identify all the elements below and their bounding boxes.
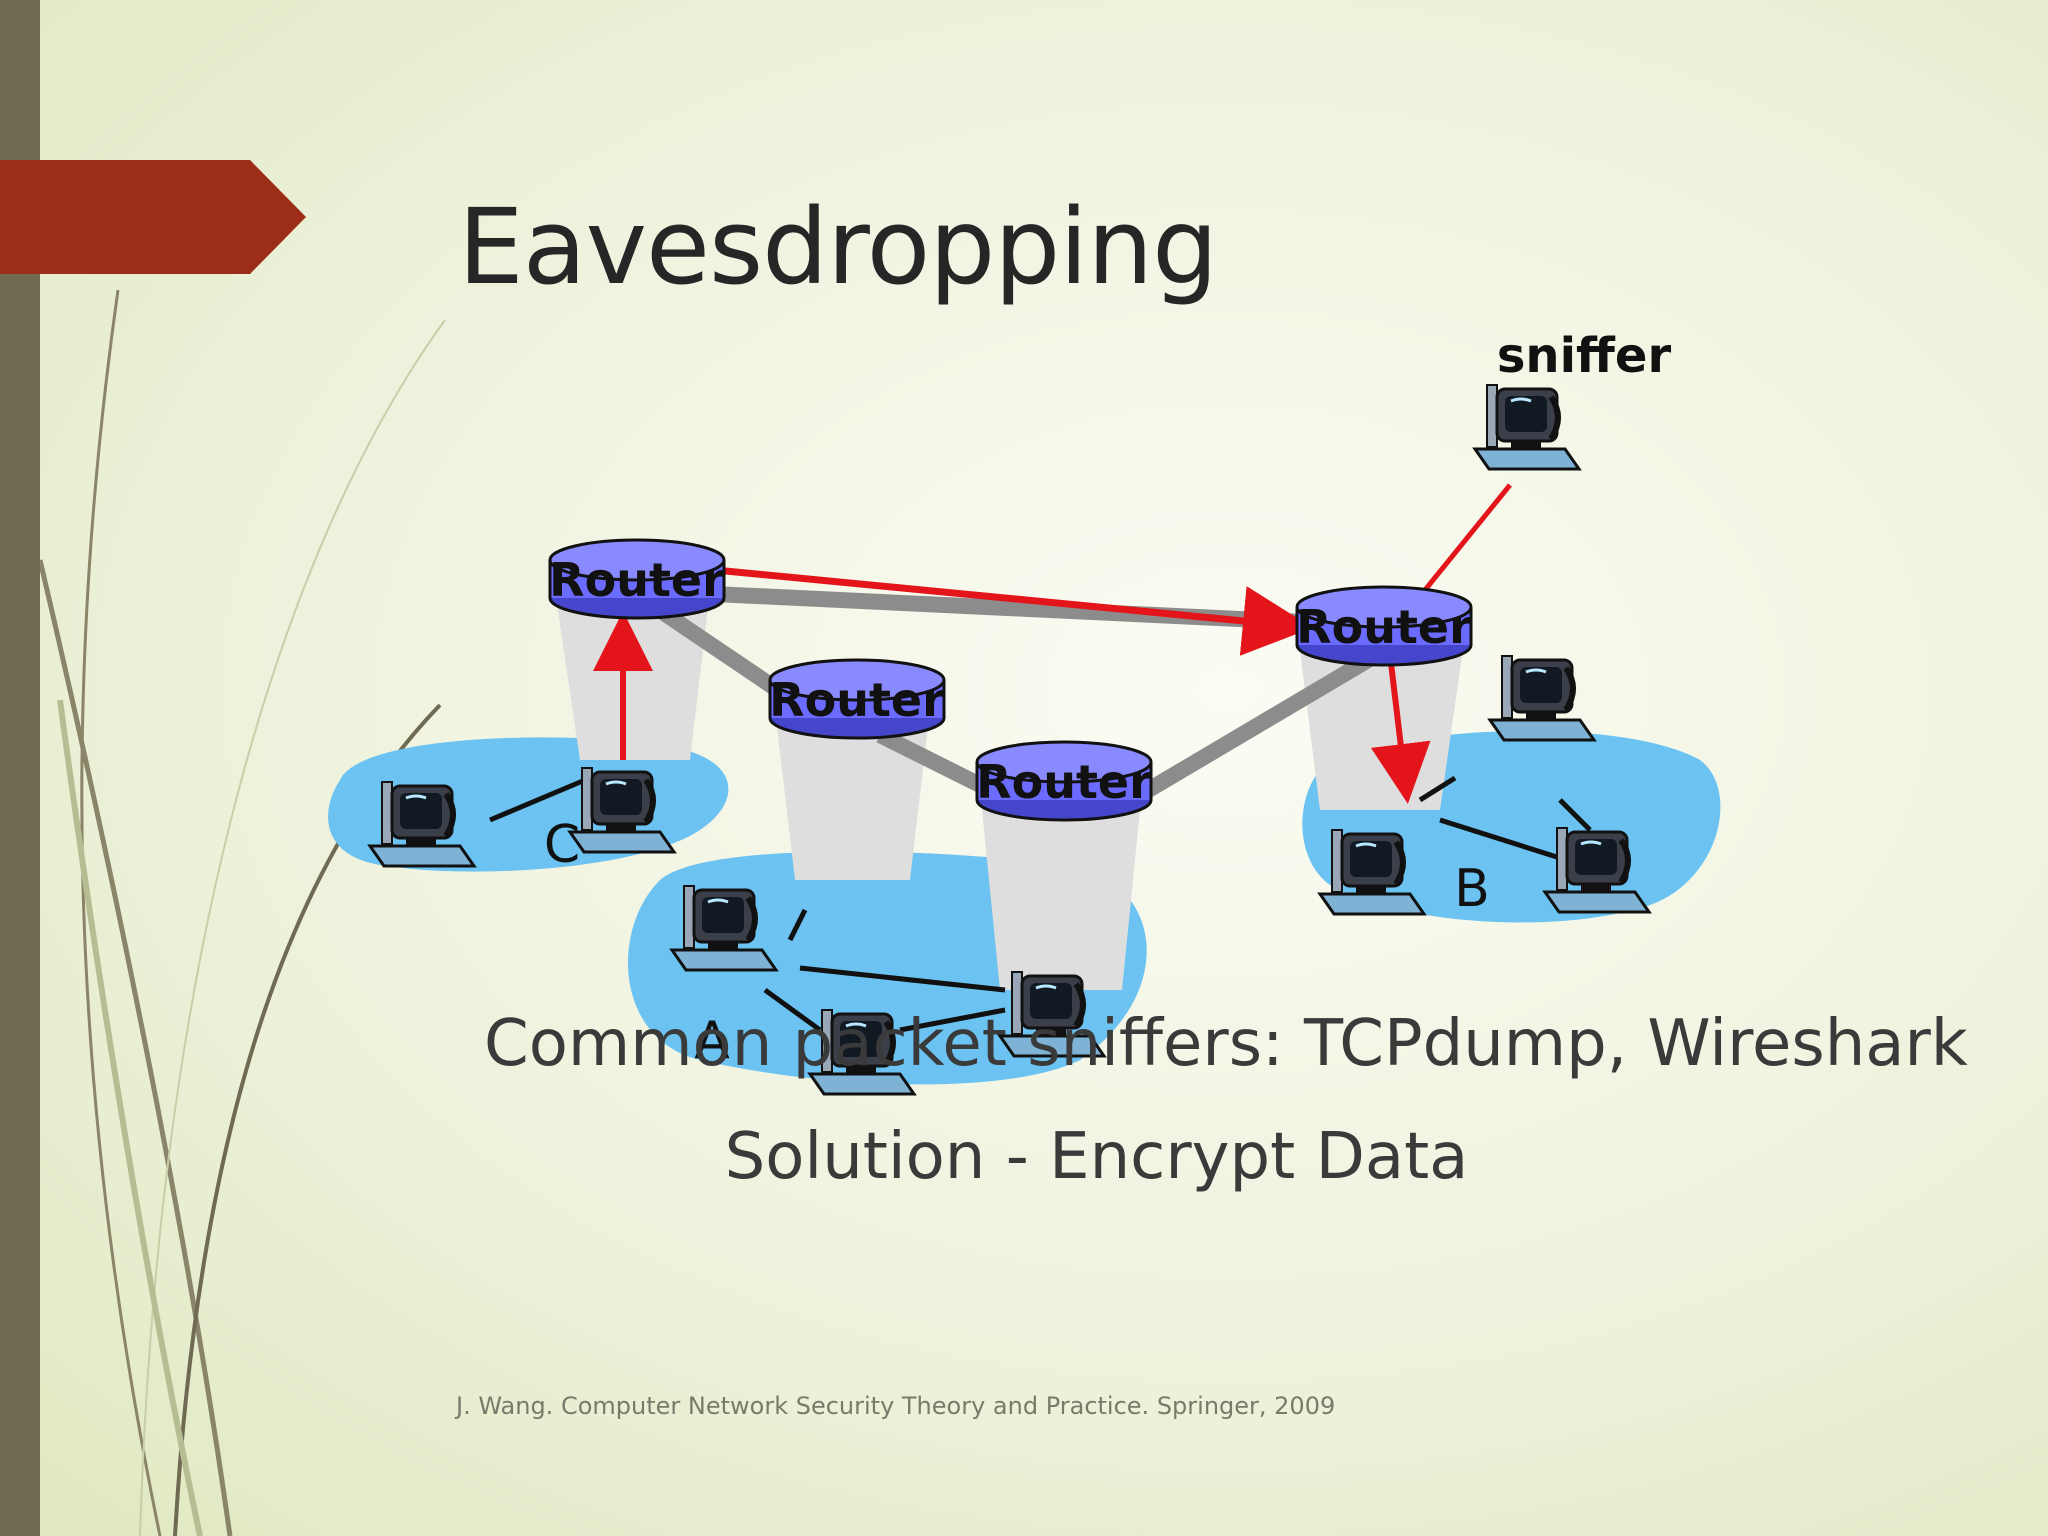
host-label-a: A [694,1011,730,1071]
router-icon: Router [975,740,1153,822]
router-icon: Router [768,658,946,740]
router-icon: Router [1295,585,1473,667]
link [787,908,808,942]
computer-icon [1490,656,1594,740]
router-label: Router [769,673,945,727]
body-text-sniffers: Common packet sniffers: TCPdump, Wiresha… [484,1007,1968,1081]
citation: J. Wang. Computer Network Security Theor… [456,1392,1336,1420]
router-cone [980,790,1142,990]
decorative-swoosh [57,699,203,1536]
decorative-swoosh [139,319,446,1536]
packet-path-arrow [1370,654,1431,804]
title-flag-arrow [0,160,306,274]
link [1135,643,1390,802]
router-cone [775,710,930,880]
decorative-swoosh [37,559,233,1536]
link [1439,817,1561,861]
link [899,1007,1006,1033]
decorative-swoosh [80,289,162,1536]
host-label-c: C [544,815,580,875]
router-icon: Router [548,538,726,620]
host-label-b: B [1454,859,1490,919]
packet-path-arrow [714,566,1313,656]
link [763,987,822,1033]
sniffer-link [1423,483,1512,592]
sniffer-label: sniffer [1497,328,1672,384]
router-label: Router [976,755,1152,809]
router-label: Router [549,553,725,607]
slide-title: Eavesdropping [458,186,1218,308]
router-label: Router [1296,600,1472,654]
sniffer-computer-icon [1475,385,1579,469]
link [489,777,586,823]
link [1558,798,1592,832]
link [799,965,1006,993]
body-text-solution: Solution - Encrypt Data [724,1120,1469,1194]
